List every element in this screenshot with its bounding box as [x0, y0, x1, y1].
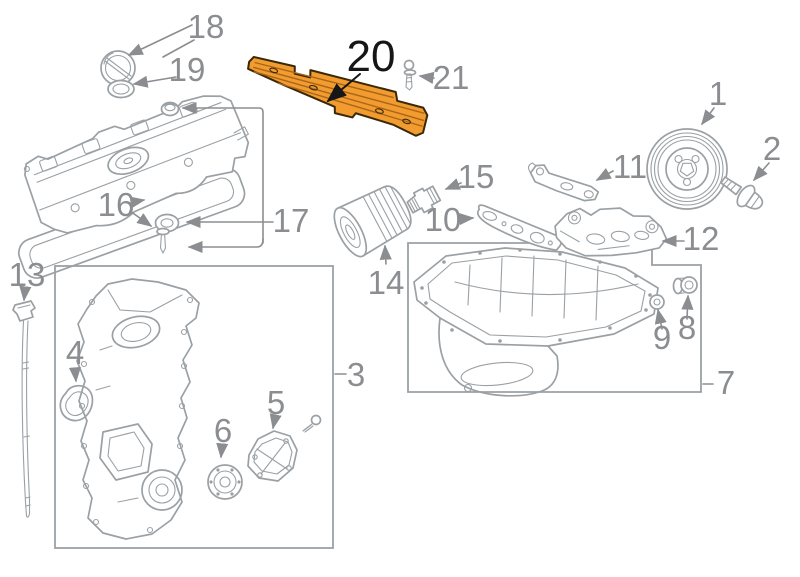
callout-15[interactable]: 15: [444, 158, 495, 195]
callout-21[interactable]: 21: [418, 59, 470, 96]
gasket-10-drawing: [476, 204, 563, 252]
grommet-drawing: [160, 101, 180, 117]
callout-7-label[interactable]: 7: [717, 364, 735, 401]
callout-3-label[interactable]: 3: [347, 356, 365, 393]
callout-11-label[interactable]: 11: [613, 148, 647, 185]
callout-14[interactable]: 14: [368, 244, 405, 301]
callout-6[interactable]: 6: [214, 412, 232, 459]
callout-20[interactable]: 20: [326, 32, 396, 103]
callout-20-label[interactable]: 20: [347, 32, 396, 81]
callout-1-label[interactable]: 1: [709, 75, 727, 112]
callout-12[interactable]: 12: [661, 220, 720, 257]
washer-9-drawing: [649, 294, 665, 310]
bracket-11-drawing: [528, 162, 600, 202]
gasket-4-drawing: [59, 384, 94, 422]
callout-8[interactable]: 8: [678, 294, 696, 346]
callout-13-label[interactable]: 13: [9, 256, 46, 293]
bolt-21-drawing: [403, 59, 417, 91]
callout-6-label[interactable]: 6: [214, 412, 232, 449]
filler-cap-drawing: [100, 50, 136, 86]
callout-18[interactable]: 18: [127, 8, 225, 58]
oil-filter-drawing: [333, 185, 412, 258]
callout-7[interactable]: 7: [702, 364, 735, 401]
crank-pulley-drawing: [646, 128, 728, 210]
dipstick-drawing: [12, 300, 36, 518]
callout-4-label[interactable]: 4: [66, 334, 84, 371]
callout-21-label[interactable]: 21: [433, 59, 470, 96]
callout-17-label[interactable]: 17: [273, 202, 310, 239]
callout-1[interactable]: 1: [701, 75, 727, 126]
callout-15-label[interactable]: 15: [458, 158, 495, 195]
callout-16[interactable]: 16: [98, 186, 153, 227]
valve-cover-drawing: [23, 95, 250, 234]
callout-10-label[interactable]: 10: [425, 201, 462, 238]
callout-5[interactable]: 5: [267, 384, 285, 430]
callout-16-label[interactable]: 16: [98, 186, 135, 223]
callout-11[interactable]: 11: [595, 148, 647, 185]
callout-3[interactable]: 3: [334, 356, 365, 393]
cap-seal-drawing: [107, 79, 135, 99]
oil-pan-drawing: [413, 247, 659, 397]
callout-18-label[interactable]: 18: [188, 8, 225, 45]
callout-8-label[interactable]: 8: [678, 309, 696, 346]
callout-10[interactable]: 10: [425, 201, 475, 238]
callout-2[interactable]: 2: [752, 130, 781, 182]
drain-bolt-8-drawing: [672, 276, 698, 295]
pulley-bolt-drawing: [720, 176, 764, 210]
mount-bracket-12-drawing: [554, 207, 668, 257]
callout-4[interactable]: 4: [66, 334, 84, 383]
callout-9-label[interactable]: 9: [653, 319, 671, 356]
plate-bolt-drawing: [302, 414, 322, 433]
callout-19[interactable]: 19: [132, 51, 206, 88]
callout-5-label[interactable]: 5: [267, 384, 285, 421]
plate-5-drawing: [247, 430, 298, 482]
timing-cover-drawing: [76, 278, 200, 540]
filter-fitting-drawing: [406, 185, 442, 214]
stud-bolt-drawing: [156, 227, 170, 254]
oil-seal-6-drawing: [207, 464, 243, 500]
timing-cover-box: [54, 265, 334, 549]
callout-14-label[interactable]: 14: [368, 264, 405, 301]
callout-12-label[interactable]: 12: [683, 220, 720, 257]
callout-19-label[interactable]: 19: [169, 51, 206, 88]
callout-13[interactable]: 13: [9, 256, 46, 302]
callout-2-label[interactable]: 2: [763, 130, 781, 167]
callout-9[interactable]: 9: [653, 308, 671, 356]
callout-17[interactable]: 17: [181, 101, 310, 254]
